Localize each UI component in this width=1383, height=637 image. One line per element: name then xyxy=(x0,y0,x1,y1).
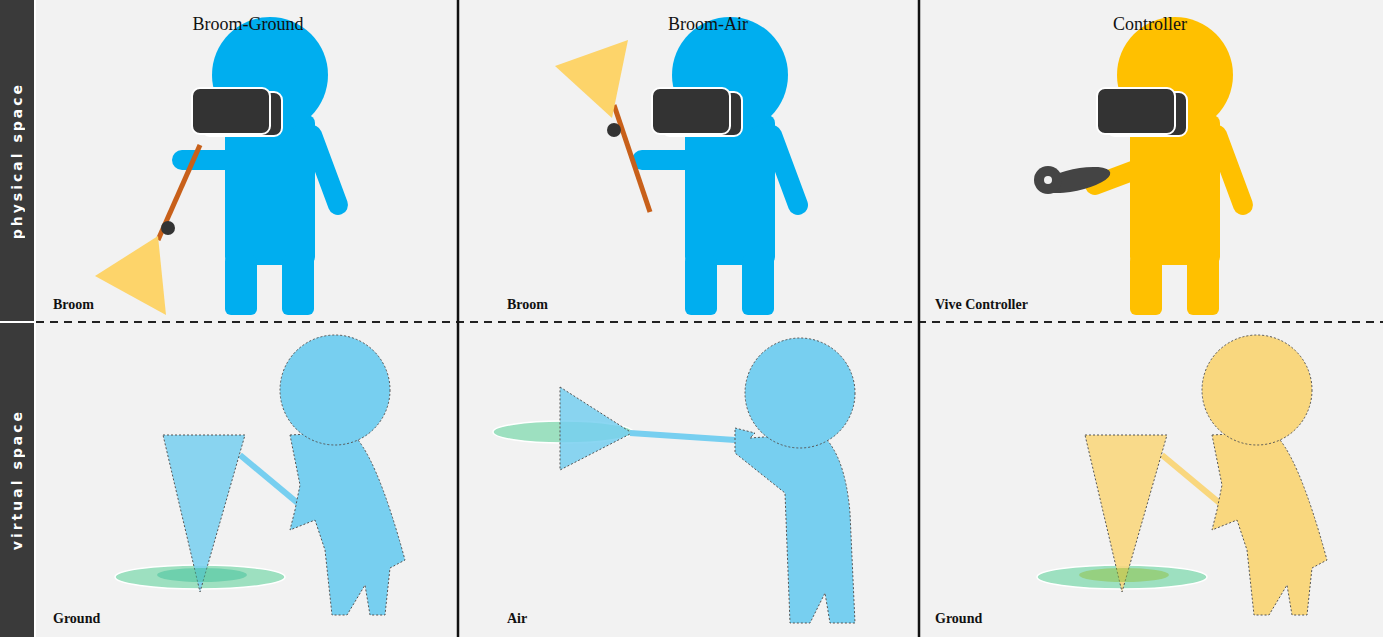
side-band: physical space xyxy=(0,0,34,321)
column-title: Broom-Ground xyxy=(193,14,304,35)
column-title: Controller xyxy=(1113,14,1187,35)
panel-background xyxy=(36,0,1383,637)
space-label: physical space xyxy=(9,82,25,239)
broom-stick xyxy=(158,145,200,240)
broom-head xyxy=(95,236,166,315)
virtual-broom-stick xyxy=(630,433,735,440)
panel-label: Ground xyxy=(935,611,982,627)
panel-label: Broom xyxy=(53,297,94,313)
virtual-person xyxy=(1202,335,1327,615)
column-title: Broom-Air xyxy=(668,14,748,35)
side-band: virtual space xyxy=(0,323,34,637)
broom-stick xyxy=(614,105,650,212)
panel-label: Air xyxy=(507,611,527,627)
column-divider xyxy=(457,0,460,637)
panel-label: Broom xyxy=(507,297,548,313)
virtual-broom-head xyxy=(560,387,632,470)
hand xyxy=(607,123,621,137)
hand xyxy=(161,221,175,235)
vive-controller xyxy=(1034,166,1062,194)
space-label: virtual space xyxy=(9,409,25,550)
panel-label: Vive Controller xyxy=(935,297,1028,313)
target-overlap xyxy=(1079,568,1169,582)
controller-button xyxy=(1044,176,1052,184)
person-figure xyxy=(182,17,338,315)
panel-label: Ground xyxy=(53,611,100,627)
person-figure xyxy=(1095,17,1243,315)
virtual-person xyxy=(280,335,405,615)
person-figure xyxy=(642,17,798,315)
dashed-divider xyxy=(36,321,1383,323)
target-overlap xyxy=(157,568,247,582)
broom-head xyxy=(555,40,628,118)
column-divider xyxy=(918,0,921,637)
virtual-person xyxy=(735,338,855,623)
